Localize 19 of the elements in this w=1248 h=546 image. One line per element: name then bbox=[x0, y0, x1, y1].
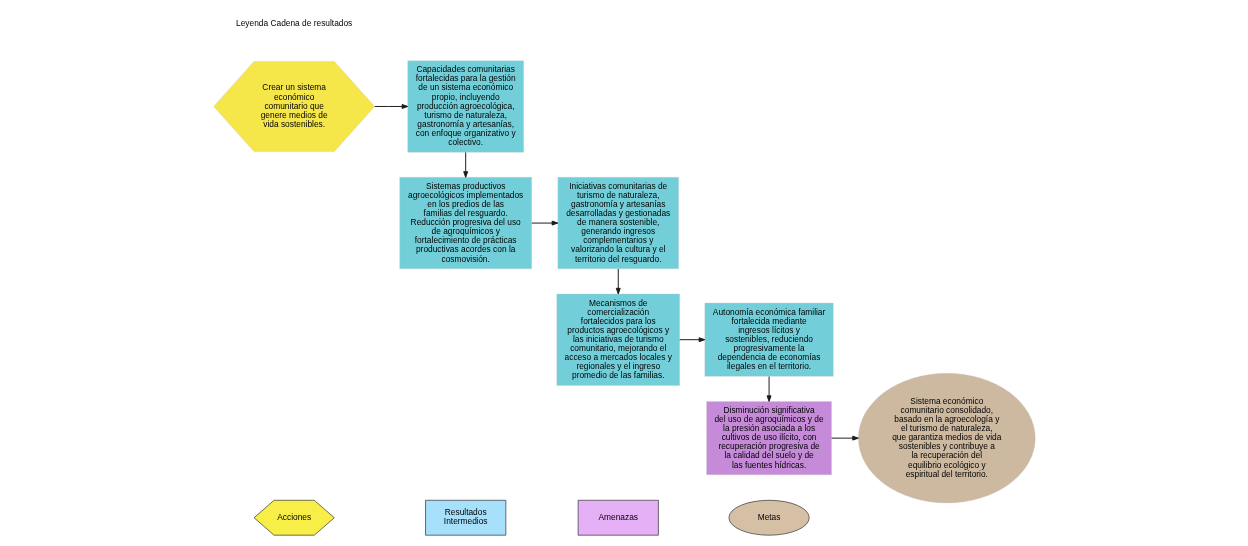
node-box: Sistemas productivos agroecológicos implementados en los predios de las familias del resguardo. Reducción progresiva del uso de agroquímicos y fortalecimiento de prácticas productivas acordes con la cosmovisión. bbox=[399, 177, 532, 269]
arrow bbox=[830, 435, 859, 441]
arrow bbox=[766, 376, 771, 402]
node-box: Disminución significativa del uso de agroquímicos y de la presión asociada a los cultivos de uso ilícito, con recuperación progresiva de la calidad del suelo y de las fuentes hídricas. bbox=[705, 401, 832, 475]
legend-label: Acciones bbox=[276, 511, 311, 522]
legend-label: Metas bbox=[757, 511, 780, 522]
node-ellipse: Sistema económico comunitario consolidado, basado en la agroecología y el turismo de naturaleza, que garantiza medios de vida sostenibles y contribuye a la recuperación del equilibrio ecológico y espiritual del territorio. bbox=[857, 373, 1035, 504]
node-box: Iniciativas comunitarias de turismo de naturaleza, gastronomía y artesanías desarrolladas y gestionadas de manera sostenible, generando ingresos complementarios y valorizando la cultura y el territorio del resguardo. bbox=[557, 177, 679, 269]
arrow bbox=[615, 268, 621, 295]
legend-label: Resultados Intermedios bbox=[443, 507, 488, 527]
label: Leyenda Cadena de resultados bbox=[235, 17, 352, 28]
arrow bbox=[678, 337, 705, 343]
node-box: Mecanismos de comercialización fortalecidos para los productos agroecológicos y las iniciativas de turismo comunitario, mejorando el acceso a mercados locales y regionales y el ingreso promedio de las familias. bbox=[556, 293, 680, 386]
arrow bbox=[530, 220, 558, 226]
legend-label: Amenazas bbox=[598, 511, 638, 522]
arrow bbox=[462, 151, 468, 178]
node-box: Autonomía económica familiar fortalecida mediante ingresos lícitos y sostenibles, reduciendo progresivamente la dependencia de economías ilegales en el territorio. bbox=[704, 302, 833, 377]
arrow bbox=[373, 104, 408, 109]
node-box: Capacidades comunitarias fortalecidas para la gestión de un sistema económico propio, incluyendo producción agroecológica, turismo de naturaleza, gastronomía y artesanías, con enfoque organizativo y colectivo. bbox=[407, 60, 524, 153]
